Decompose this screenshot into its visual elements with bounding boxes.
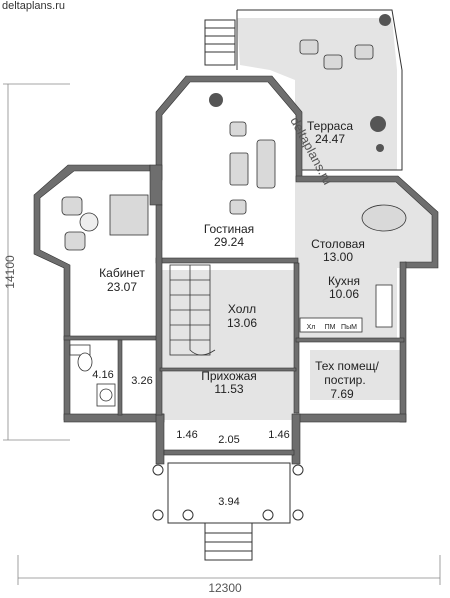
room-area-kitchen: 10.06 [329, 287, 359, 301]
appliance-washer: ПМ [325, 324, 336, 331]
furniture [61, 39, 407, 333]
site-watermark-top: deltaplans.ru [2, 0, 65, 12]
room-name-living: Гостиная [204, 222, 254, 236]
staircase [169, 264, 216, 356]
room-area-terrace: 24.47 [315, 132, 345, 146]
appliance-dishwasher: ПыМ [341, 324, 357, 331]
appliance-fridge: Хл [307, 324, 316, 331]
room-name-study: Кабинет [99, 266, 145, 280]
room-name-utility-2: постир. [324, 373, 365, 387]
room-name-terrace: Терраса [307, 119, 353, 133]
area-wc: 3.26 [131, 375, 152, 387]
room-name-dining: Столовая [311, 237, 365, 251]
area-vest-right: 1.46 [268, 429, 289, 441]
area-porch: 3.94 [218, 496, 239, 508]
room-name-entry: Прихожая [201, 369, 257, 383]
walls [33, 75, 439, 465]
dimension-width: 12300 [208, 581, 242, 595]
area-vest-left: 1.46 [176, 429, 197, 441]
room-name-utility: Тех помещ/ [315, 359, 379, 373]
room-name-kitchen: Кухня [328, 274, 360, 288]
area-bath: 4.16 [92, 369, 113, 381]
dimension-height: 14100 [3, 255, 17, 289]
room-area-hall: 13.06 [227, 316, 257, 330]
window-columns [152, 464, 304, 521]
room-labels: Терраса 24.47 Гостиная 29.24 Кабинет 23.… [92, 119, 379, 508]
room-area-utility: 7.69 [330, 387, 354, 401]
room-area-dining: 13.00 [323, 250, 353, 264]
plants [209, 14, 391, 152]
area-vest-center: 2.05 [218, 434, 239, 446]
room-area-living: 29.24 [214, 235, 244, 249]
room-area-entry: 11.53 [214, 382, 243, 396]
porch [167, 462, 291, 561]
bathroom-fixtures [69, 344, 116, 407]
room-name-hall: Холл [228, 302, 256, 316]
terrace-outline [204, 9, 403, 171]
dimension-lines [3, 83, 441, 585]
room-area-study: 23.07 [107, 280, 137, 294]
